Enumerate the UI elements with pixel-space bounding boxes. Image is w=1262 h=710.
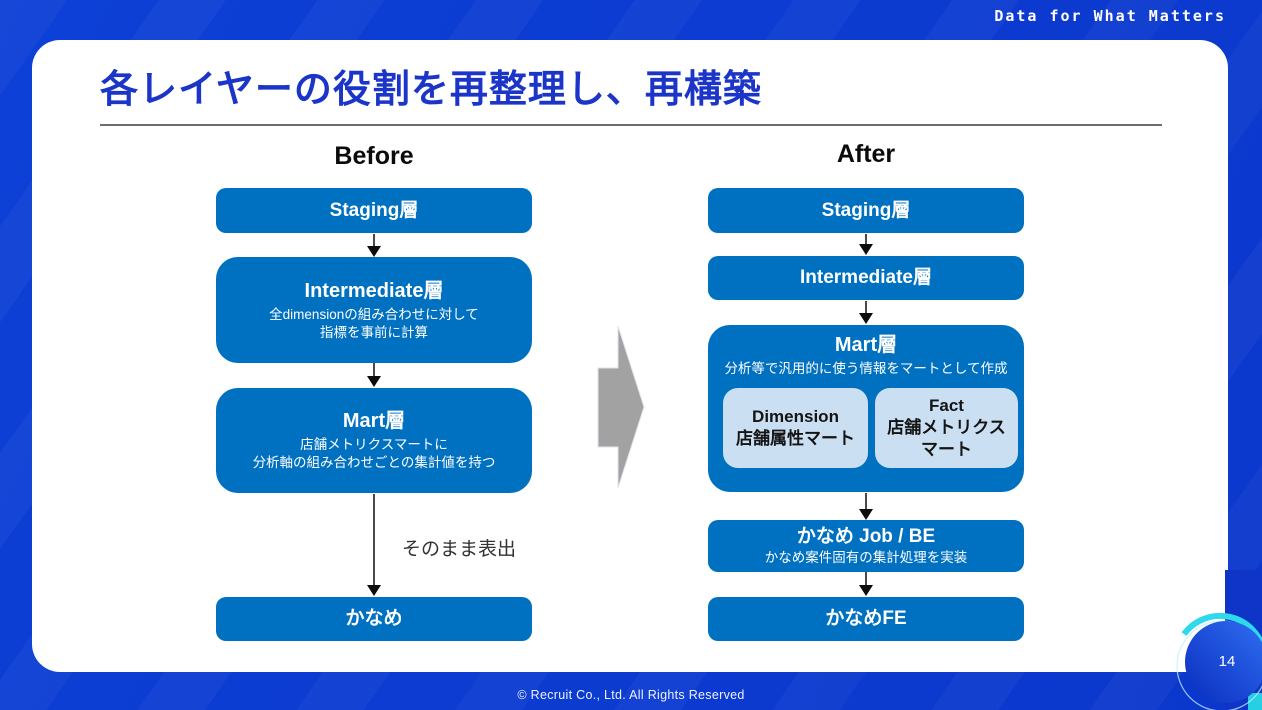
arrow-head-icon [367,376,381,387]
footer-copyright: © Recruit Co., Ltd. All Rights Reserved [517,688,745,702]
fact-mart-box: Fact 店舗メトリクス マート [875,388,1018,468]
arrow-line [865,493,867,510]
desc-line: 分析軸の組み合わせごとの集計値を持つ [252,455,496,470]
dimension-mart-line: Dimension [752,406,839,426]
flow-arrow [859,493,873,520]
before-mart-box: Mart層 店舗メトリクスマートに 分析軸の組み合わせごとの集計値を持つ [216,388,532,493]
dimension-mart-box: Dimension 店舗属性マート [723,388,868,468]
after-column-header: After [836,140,896,168]
flow-arrow [367,234,381,257]
after-kaname-fe-box: かなめFE [708,597,1024,641]
transform-arrow-icon [597,325,645,489]
after-intermediate-title: Intermediate層 [800,267,932,289]
arrow-head-icon [367,246,381,257]
before-intermediate-title: Intermediate層 [304,279,444,302]
after-staging-title: Staging層 [821,199,911,221]
title-divider [100,124,1162,126]
after-mart-title: Mart層 [834,334,898,356]
before-column-header: Before [334,142,414,170]
arrow-head-icon [367,585,381,596]
desc-line: 指標を事前に計算 [319,324,428,340]
before-kaname-title: かなめ [345,608,403,630]
desc-line: 店舗メトリクスマートに [300,437,448,453]
before-kaname-box: かなめ [216,597,532,641]
arrow-head-icon [859,509,873,520]
dimension-mart-line: 店舗属性マート [736,429,855,448]
arrow-line [865,301,867,314]
after-kaname-job-box: かなめ Job / BE かなめ案件固有の集計処理を実装 [708,520,1024,572]
before-intermediate-desc: 全dimensionの組み合わせに対して 指標を事前に計算 [269,306,479,342]
brand-logo: Data for What Matters [994,7,1226,25]
flow-arrow [859,234,873,255]
fact-mart-line: マート [921,440,972,460]
before-staging-title: Staging層 [329,199,419,221]
corner-decoration [1176,570,1262,710]
desc-line: 全dimensionの組み合わせに対して [269,306,479,322]
before-staging-box: Staging層 [216,188,532,233]
after-staging-box: Staging層 [708,188,1024,233]
after-mart-box: Mart層 分析等で汎用的に使う情報をマートとして作成 Dimension 店舗… [708,325,1024,492]
fact-mart-line: Fact [929,395,964,415]
arrow-line [373,234,375,247]
arrow-line [865,572,867,586]
after-kaname-job-subtitle: かなめ案件固有の集計処理を実装 [764,549,968,565]
page-title: 各レイヤーの役割を再整理し、再構築 [100,69,762,111]
arrow-head-icon [859,313,873,324]
fact-mart-line: 店舗メトリクス [887,417,1006,437]
flow-arrow [367,363,381,387]
after-mart-subtitle: 分析等で汎用的に使う情報をマートとして作成 [724,361,1008,376]
arrow-head-icon [859,244,873,255]
passthrough-label: そのまま表出 [402,539,517,560]
arrow-line [865,234,867,245]
before-mart-title: Mart層 [342,410,406,433]
arrow-head-icon [859,585,873,596]
flow-arrow [367,494,381,596]
arrow-line [373,494,375,586]
flow-arrow [859,572,873,596]
page-number: 14 [1218,653,1236,670]
after-intermediate-box: Intermediate層 [708,256,1024,300]
after-kaname-job-title: かなめ Job / BE [796,526,936,548]
arrow-line [373,363,375,377]
before-mart-desc: 店舗メトリクスマートに 分析軸の組み合わせごとの集計値を持つ [253,436,496,472]
after-kaname-fe-title: かなめFE [825,608,907,630]
flow-arrow [859,301,873,324]
before-intermediate-box: Intermediate層 全dimensionの組み合わせに対して 指標を事前… [216,257,532,363]
